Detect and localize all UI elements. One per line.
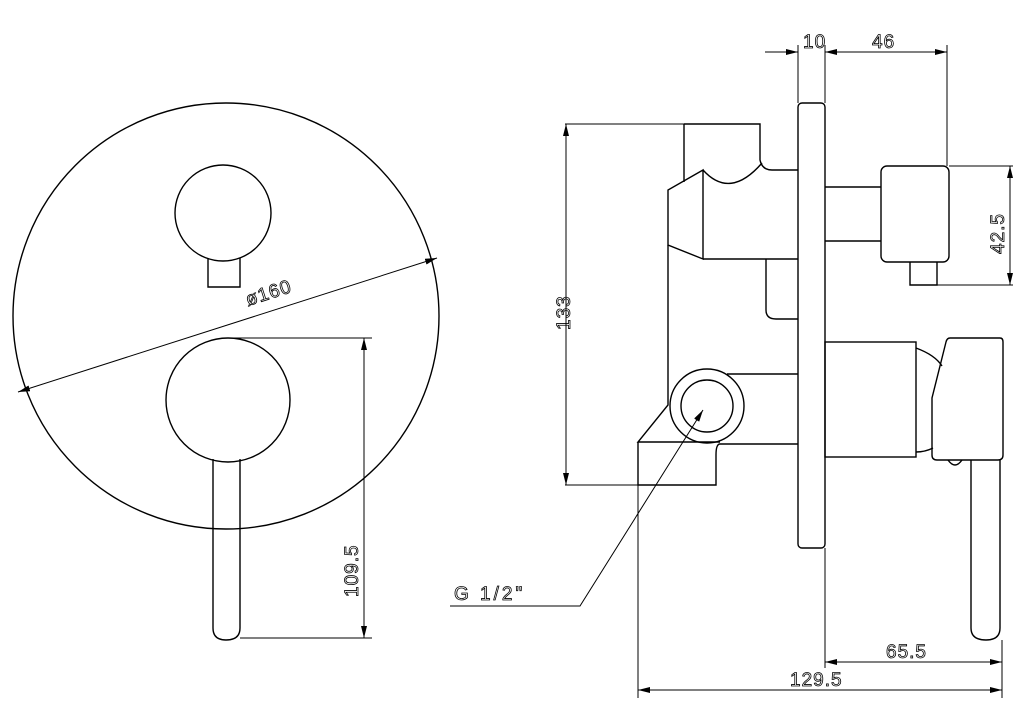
inlet-inner xyxy=(680,379,734,433)
total-depth-label: 129.5 xyxy=(790,670,843,691)
lever-body-side xyxy=(931,337,1004,461)
diameter-dimension-line xyxy=(17,257,438,393)
cartridge-dome xyxy=(915,347,943,453)
side-view: 10 46 42.5 133 65.5 129.5 G 1/2" xyxy=(450,32,1013,698)
bracket xyxy=(765,259,798,320)
upper-knob xyxy=(174,164,272,262)
side-knob xyxy=(880,165,950,263)
lever-pivot xyxy=(947,459,963,466)
lower-lever-hub xyxy=(165,337,291,463)
plate-thickness-label: 10 xyxy=(803,32,826,53)
lower-body xyxy=(636,245,721,486)
thread-label: G 1/2" xyxy=(454,584,525,605)
extension-line xyxy=(797,45,948,166)
body-height-label: 133 xyxy=(554,295,575,330)
side-knob-tab xyxy=(909,262,938,286)
lever-projection-label: 65.5 xyxy=(886,642,927,663)
lever-handle-side xyxy=(970,460,1001,641)
lever-length-label: 109.5 xyxy=(342,544,363,597)
upper-knob-stem xyxy=(207,258,241,288)
extension-line xyxy=(937,165,1013,286)
lever-cartridge xyxy=(824,341,917,458)
front-view: ø160 109.5 xyxy=(12,102,440,641)
diverter-wedge xyxy=(667,162,763,261)
knob-offset-label: 46 xyxy=(872,32,895,53)
wall-plate xyxy=(797,102,826,549)
knob-stem xyxy=(825,186,881,242)
extension-line xyxy=(637,485,1003,698)
lever-handle xyxy=(212,459,241,641)
upper-body xyxy=(684,123,798,171)
inlet-outer xyxy=(669,368,745,444)
knob-height-label: 42.5 xyxy=(988,213,1009,254)
cover-plate-circle xyxy=(12,102,440,530)
extension-line xyxy=(565,123,684,486)
thread-leader-line xyxy=(450,409,704,607)
